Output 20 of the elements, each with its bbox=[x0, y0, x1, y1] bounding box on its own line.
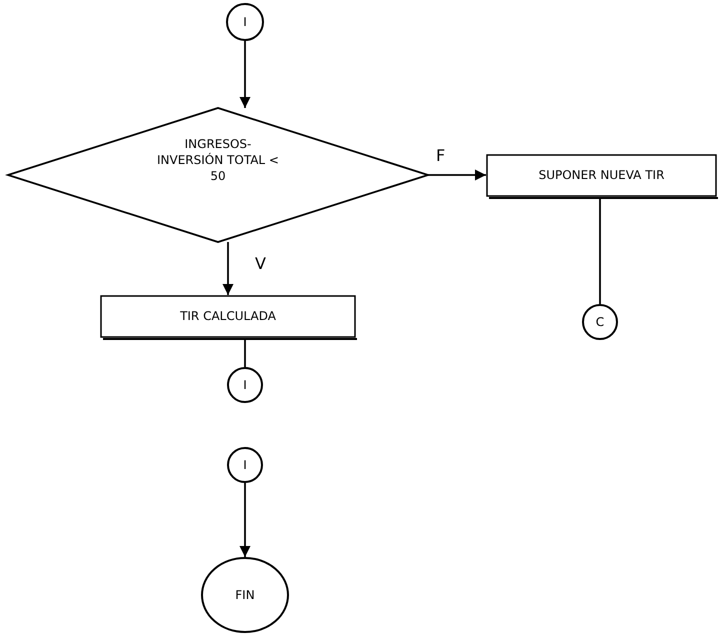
process-box bbox=[486, 154, 717, 197]
node-label: TIR CALCULADA bbox=[180, 308, 276, 325]
connector-circle bbox=[227, 367, 263, 403]
arrow bbox=[240, 483, 250, 557]
connector-circle bbox=[226, 3, 264, 41]
node-label: I bbox=[243, 14, 247, 30]
connector-circle bbox=[582, 304, 618, 340]
node-label: I bbox=[243, 376, 247, 394]
process-box bbox=[100, 295, 356, 338]
decision-diamond bbox=[8, 108, 428, 242]
connector-circle bbox=[227, 447, 263, 483]
node-label: SUPONER NUEVA TIR bbox=[538, 167, 664, 184]
arrow bbox=[240, 41, 250, 108]
connector-circle bbox=[201, 557, 289, 633]
node-label: FIN bbox=[235, 586, 255, 604]
arrow bbox=[428, 170, 486, 180]
arrow bbox=[222, 242, 234, 295]
node-label: I bbox=[243, 456, 247, 474]
node-label: C bbox=[596, 314, 604, 330]
node-label: INGRESOS- INVERSIÓN TOTAL < 50 bbox=[156, 136, 280, 184]
